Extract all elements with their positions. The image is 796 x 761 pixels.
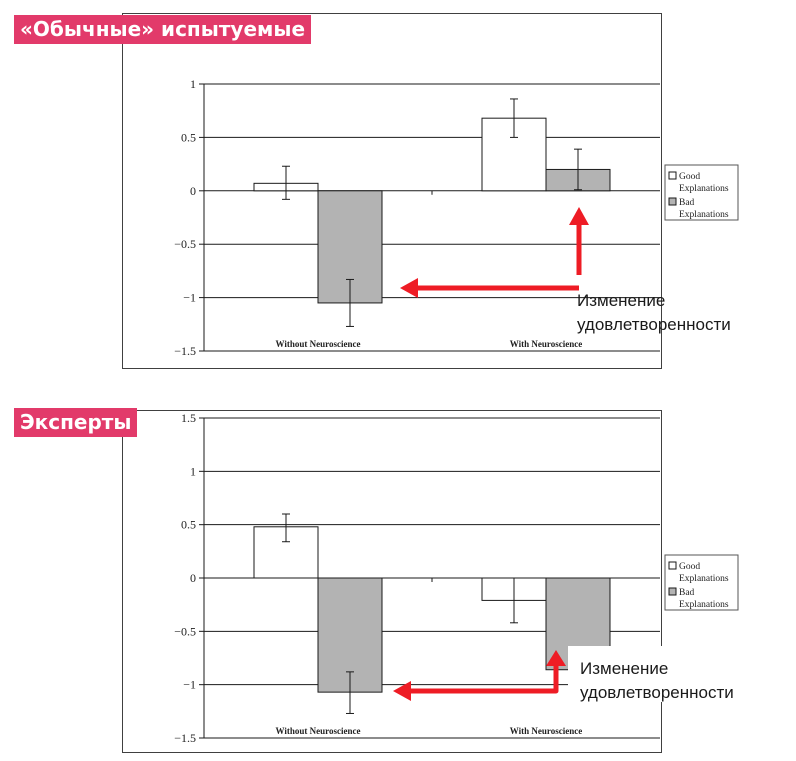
y-tick-label: −1.5	[174, 731, 196, 745]
y-tick-label: −0.5	[174, 624, 196, 638]
legend-swatch	[668, 197, 677, 206]
annotation-arrowhead	[569, 207, 589, 225]
category-label: Without Neuroscience	[276, 726, 361, 736]
legend-swatch	[668, 587, 677, 596]
annotation-arrowhead	[393, 681, 411, 701]
legend-box	[664, 554, 739, 611]
y-tick-label: −0.5	[174, 237, 196, 251]
annotation-backdrop	[568, 646, 758, 702]
y-tick-label: 1	[190, 77, 196, 91]
y-tick-label: 0.5	[181, 518, 196, 532]
annotation-arrowhead	[400, 278, 418, 298]
chart-panel-regular: 1 0.5 0 −0.5 −1 −1.5 Without Neuroscience With …	[0, 0, 796, 380]
category-label: With Neuroscience	[510, 726, 582, 736]
y-tick-label: 1.5	[181, 411, 196, 425]
legend-swatch	[668, 561, 677, 570]
legend-box	[664, 164, 739, 221]
category-label: Without Neuroscience	[276, 339, 361, 349]
annotation-text: Изменение	[577, 291, 665, 310]
y-tick-label: 1	[190, 464, 196, 478]
y-tick-label: −1.5	[174, 344, 196, 358]
panel-tag: Эксперты	[14, 408, 138, 437]
y-tick-label: 0.5	[181, 130, 196, 144]
annotation-text: Изменение	[580, 659, 668, 678]
bar-chart: 1 0.5 0 −0.5 −1 −1.5 Without Neuroscience With …	[174, 77, 739, 358]
annotation-text: удовлетворенности	[577, 315, 731, 334]
bar-chart: 1.5 1 0.5 0 −0.5 −1 −1.5 Without Neuroscience Wi…	[174, 411, 758, 745]
y-tick-label: −1	[183, 291, 196, 305]
annotation-text: удовлетворенности	[580, 683, 734, 702]
legend-swatch	[668, 171, 677, 180]
annotation-arrow	[405, 662, 559, 694]
y-tick-label: −1	[183, 678, 196, 692]
y-tick-label: 0	[190, 571, 196, 585]
y-tick-label: 0	[190, 184, 196, 198]
annotation-arrowhead	[546, 650, 566, 666]
panel-tag: «Обычные» испытуемые	[14, 15, 312, 44]
chart-panel-experts: 1.5 1 0.5 0 −0.5 −1 −1.5 Without Neuroscience Wi…	[0, 395, 796, 761]
category-label: With Neuroscience	[510, 339, 582, 349]
